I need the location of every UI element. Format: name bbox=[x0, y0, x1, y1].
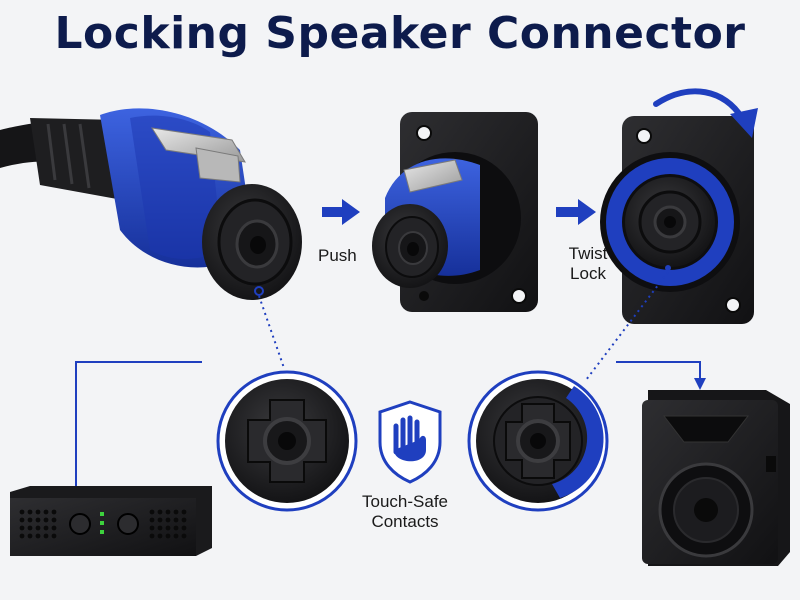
connector-face-detail bbox=[216, 370, 358, 512]
page-title: Locking Speaker Connector bbox=[54, 8, 746, 59]
amplifier bbox=[10, 486, 212, 556]
speaker-cabinet bbox=[642, 390, 790, 566]
amplifier-vent-left bbox=[19, 509, 57, 539]
touch-safe-line2: Contacts bbox=[371, 512, 439, 531]
touch-safe-label: Touch-Safe Contacts bbox=[360, 492, 450, 532]
amplifier-knob-left bbox=[69, 513, 91, 535]
wiring-lines bbox=[75, 361, 701, 488]
push-label: Push bbox=[318, 246, 357, 265]
amplifier-knob-right bbox=[117, 513, 139, 535]
rotate-arrow-icon bbox=[653, 88, 745, 121]
twist-label-line2: Lock bbox=[570, 264, 606, 283]
cable-connector bbox=[0, 108, 302, 300]
locked-face-detail bbox=[467, 370, 609, 512]
panel-jack bbox=[372, 112, 538, 312]
push-arrow-icon bbox=[322, 199, 360, 225]
locked-jack bbox=[600, 116, 754, 324]
twist-label-line1: Twist bbox=[568, 244, 608, 263]
twist-arrow-icon bbox=[556, 199, 596, 225]
hand-shield-icon bbox=[378, 400, 442, 484]
cable-grip-ridges bbox=[46, 123, 91, 189]
release-latch bbox=[150, 127, 246, 183]
amplifier-vent-right bbox=[149, 509, 187, 539]
touch-safe-line1: Touch-Safe bbox=[362, 492, 448, 511]
speaker-horn bbox=[662, 415, 750, 443]
twist-lock-label: Twist Lock bbox=[558, 244, 618, 284]
callout-lines bbox=[258, 271, 669, 381]
